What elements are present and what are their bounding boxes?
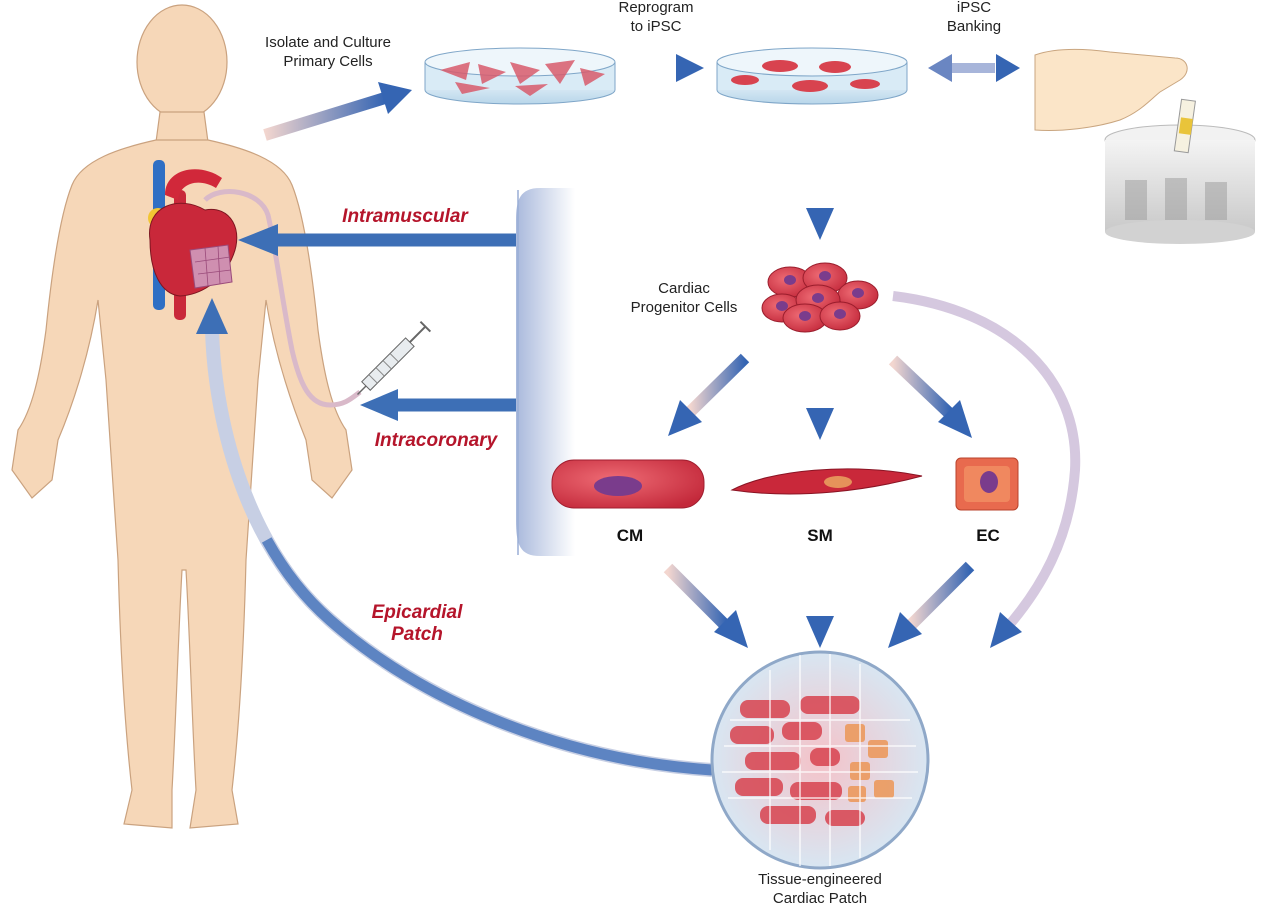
endothelial-cell <box>955 457 1019 511</box>
label-ec: EC <box>976 526 1000 545</box>
to-sm-arrow <box>806 356 834 440</box>
differentiate-arrow <box>806 126 834 240</box>
to-ec-arrow <box>888 355 972 438</box>
reprogram-arrow <box>632 54 704 82</box>
label-cm: CM <box>616 526 644 545</box>
label-isolate-line2: Primary Cells <box>283 53 373 70</box>
label-reprogram-line2: to iPSC <box>630 18 682 35</box>
banking-double-arrow <box>928 54 1020 82</box>
route-intracoronary: Intracoronary <box>374 430 498 451</box>
route-epicardial-line2: Patch <box>391 624 443 645</box>
label-patch-line2: Cardiac Patch <box>772 890 868 907</box>
intracoronary-arrow <box>360 389 516 421</box>
route-epicardial-line1: Epicardial <box>371 602 463 623</box>
cardiomyocyte-cell <box>551 459 705 509</box>
route-epicardial-patch: Epicardial Patch <box>352 602 482 646</box>
culture-dish-ipsc <box>716 47 908 105</box>
label-patch: Tissue-engineered Cardiac Patch <box>730 870 910 908</box>
delivery-bracket <box>516 188 575 556</box>
intramuscular-arrow <box>238 224 516 256</box>
culture-dish-primary <box>424 47 616 105</box>
cm-to-patch-arrow <box>663 563 748 648</box>
syringe-icon <box>356 320 432 396</box>
progenitor-cells <box>761 262 879 333</box>
label-ipsc-banking: iPSC Banking <box>924 0 1024 36</box>
route-intramuscular: Intramuscular <box>342 206 468 227</box>
label-reprogram: Reprogram to iPSC <box>596 0 716 36</box>
hand-with-vial-icon <box>1034 48 1196 154</box>
heart <box>148 160 238 320</box>
progenitor-to-patch-arrow <box>892 291 1081 648</box>
label-isolate-culture: Isolate and Culture Primary Cells <box>244 33 412 71</box>
label-reprogram-line1: Reprogram <box>618 0 694 16</box>
label-progenitor-cells: Cardiac Progenitor Cells <box>614 279 754 317</box>
to-cm-arrow <box>668 353 750 436</box>
label-patch-line1: Tissue-engineered <box>758 871 882 888</box>
label-banking-line1: iPSC <box>956 0 992 16</box>
epicardial-arrow <box>196 298 713 777</box>
smooth-muscle-cell <box>730 468 923 495</box>
label-progenitor-line1: Cardiac <box>658 280 710 297</box>
human-body <box>11 4 353 829</box>
label-isolate-line1: Isolate and Culture <box>265 34 391 51</box>
label-progenitor-line2: Progenitor Cells <box>630 299 738 316</box>
catheter-tube <box>203 189 362 408</box>
label-sm: SM <box>807 526 833 545</box>
label-banking-line2: Banking <box>946 18 1002 35</box>
cardiac-patch <box>710 650 930 870</box>
ec-to-patch-arrow <box>888 561 975 648</box>
sm-to-patch-arrow <box>806 560 834 648</box>
isolate-arrow <box>263 82 412 141</box>
